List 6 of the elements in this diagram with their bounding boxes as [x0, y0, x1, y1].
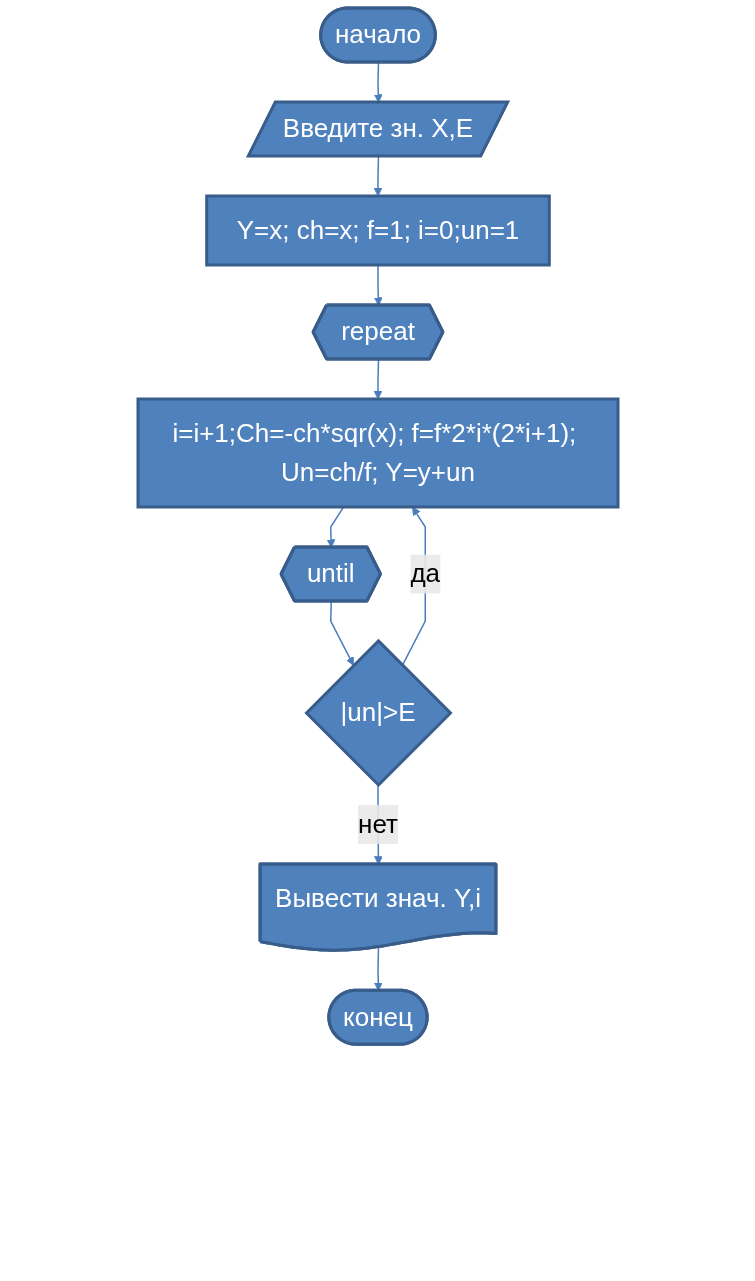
node-box: i=i+1;Ch=-ch*sqr(x); f=f*2*i*(2*i+1); Un=ch/f; Y=y+un [136, 397, 619, 509]
node-box: Y=x; ch=x; f=1; i=0;un=1 [204, 194, 551, 267]
edge-label: да [409, 558, 440, 589]
arrow [329, 600, 354, 666]
edge-label: нет [357, 808, 398, 839]
node-diamond: |un|>E [303, 638, 453, 788]
